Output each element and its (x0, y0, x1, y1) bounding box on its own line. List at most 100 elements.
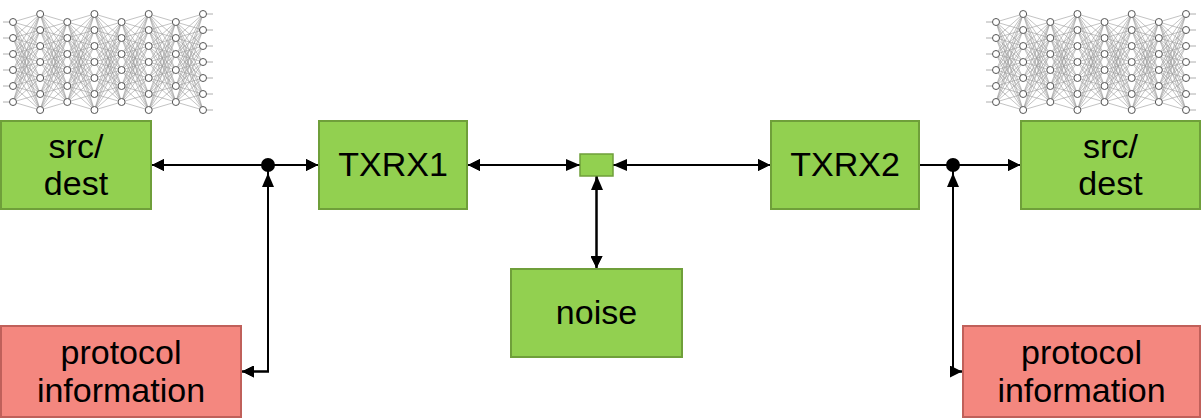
network-neuron (200, 59, 207, 66)
network-link (122, 14, 149, 70)
network-link (94, 22, 121, 78)
network-link (149, 14, 176, 70)
network-neuron (118, 99, 125, 106)
network-link (149, 14, 176, 86)
network-neuron (1128, 107, 1135, 114)
network-link (176, 14, 203, 70)
network-neuron (37, 91, 44, 98)
network-link (67, 14, 94, 102)
network-link (1077, 22, 1104, 78)
network-neuron (91, 75, 98, 82)
network-link (122, 14, 149, 102)
source-destination-box: src/ dest (1020, 120, 1201, 210)
network-link (1132, 70, 1159, 110)
network-link (67, 62, 94, 102)
connector-arrow (468, 165, 597, 268)
network-link (67, 94, 94, 102)
network-neuron (1101, 67, 1108, 74)
network-link (122, 22, 149, 110)
network-link (176, 38, 203, 110)
network-neuron (200, 75, 207, 82)
network-link (67, 38, 94, 110)
network-neuron (1101, 83, 1108, 90)
network-neuron (1155, 35, 1162, 42)
network-link (40, 22, 67, 78)
network-link (1023, 102, 1050, 110)
network-neuron (145, 75, 152, 82)
network-neuron (91, 91, 98, 98)
network-link (1159, 62, 1186, 102)
network-neuron (1047, 67, 1054, 74)
network-neuron (1047, 83, 1054, 90)
network-neuron (1128, 59, 1135, 66)
network-neuron (1183, 27, 1190, 34)
network-link (1077, 38, 1104, 110)
network-link (94, 102, 121, 110)
network-link (1050, 78, 1077, 102)
network-link (996, 38, 1023, 110)
network-neuron (91, 27, 98, 34)
network-neuron (1020, 27, 1027, 34)
network-link (1132, 102, 1159, 110)
network-link (122, 62, 149, 102)
network-link (176, 102, 203, 110)
network-link (1132, 22, 1159, 78)
network-link (1023, 38, 1050, 110)
network-link (1105, 14, 1132, 54)
network-link (176, 14, 203, 54)
network-link (13, 94, 40, 102)
network-neuron (1101, 51, 1108, 58)
network-neuron (172, 67, 179, 74)
network-neuron (1074, 59, 1081, 66)
network-link (996, 14, 1023, 102)
network-link (1023, 86, 1050, 110)
network-link (996, 14, 1023, 86)
network-neuron (993, 51, 1000, 58)
network-link (40, 22, 67, 94)
network-link (13, 30, 40, 102)
source-destination-box: src/ dest (0, 120, 152, 210)
network-link (1050, 14, 1077, 70)
network-link (67, 14, 94, 54)
arrowhead (613, 159, 627, 171)
network-neuron (172, 19, 179, 26)
network-link (40, 22, 67, 110)
network-link (1105, 14, 1132, 86)
network-link (1077, 22, 1104, 62)
network-neuron (1128, 27, 1135, 34)
network-link (149, 14, 176, 102)
network-link (40, 22, 67, 62)
network-link (1132, 22, 1159, 94)
network-neuron (37, 11, 44, 18)
network-neuron (37, 107, 44, 114)
network-link (40, 86, 67, 110)
network-link (1050, 38, 1077, 110)
network-neuron (64, 35, 71, 42)
network-link (13, 78, 40, 102)
node-label: protocol information (21, 334, 221, 409)
network-link (1077, 14, 1104, 102)
network-link (1105, 94, 1132, 102)
connector-arrow (242, 165, 318, 372)
network-link (1050, 22, 1077, 110)
neural-network-icon (986, 11, 1196, 114)
network-neuron (10, 35, 17, 42)
network-link (1132, 38, 1159, 110)
network-link (149, 102, 176, 110)
network-neuron (200, 107, 207, 114)
network-link (1105, 38, 1132, 110)
network-link (94, 86, 121, 110)
network-link (1023, 22, 1050, 110)
network-neuron (91, 107, 98, 114)
network-link (1077, 70, 1104, 110)
network-link (94, 54, 121, 110)
network-neuron (1183, 107, 1190, 114)
network-link (1050, 62, 1077, 102)
network-link (1132, 14, 1159, 102)
node-label: TXRX1 (338, 146, 448, 183)
network-neuron (64, 99, 71, 106)
network-neuron (1020, 107, 1027, 114)
network-link (1159, 14, 1186, 102)
network-link (1023, 54, 1050, 110)
network-link (94, 22, 121, 62)
